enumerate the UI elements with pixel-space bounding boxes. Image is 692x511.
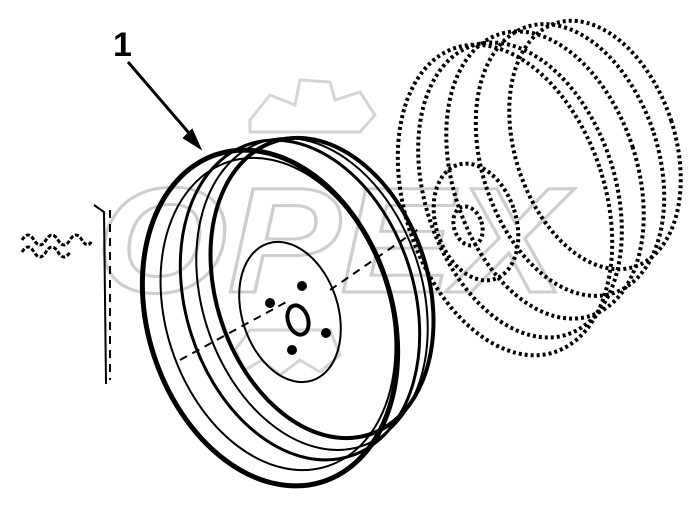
pulley-center-bore xyxy=(285,303,311,337)
pulley-bolt-holes xyxy=(265,281,331,355)
pulley-hub xyxy=(238,240,342,384)
pulley-inner-rim xyxy=(159,156,397,472)
callout-1-label: 1 xyxy=(113,26,132,64)
pulley-groove-1 xyxy=(178,138,422,462)
watermark-gear xyxy=(248,78,377,134)
pulley-groove-2 xyxy=(195,137,429,451)
mounting-bolt xyxy=(20,204,107,385)
crankshaft-pulley xyxy=(139,135,436,489)
pulley-outer-rim xyxy=(139,147,401,489)
pulley-back-rim xyxy=(208,135,436,441)
callout-1-leader xyxy=(126,61,197,141)
callout-1: 1 xyxy=(113,26,203,151)
callout-1-arrowhead xyxy=(182,128,203,151)
